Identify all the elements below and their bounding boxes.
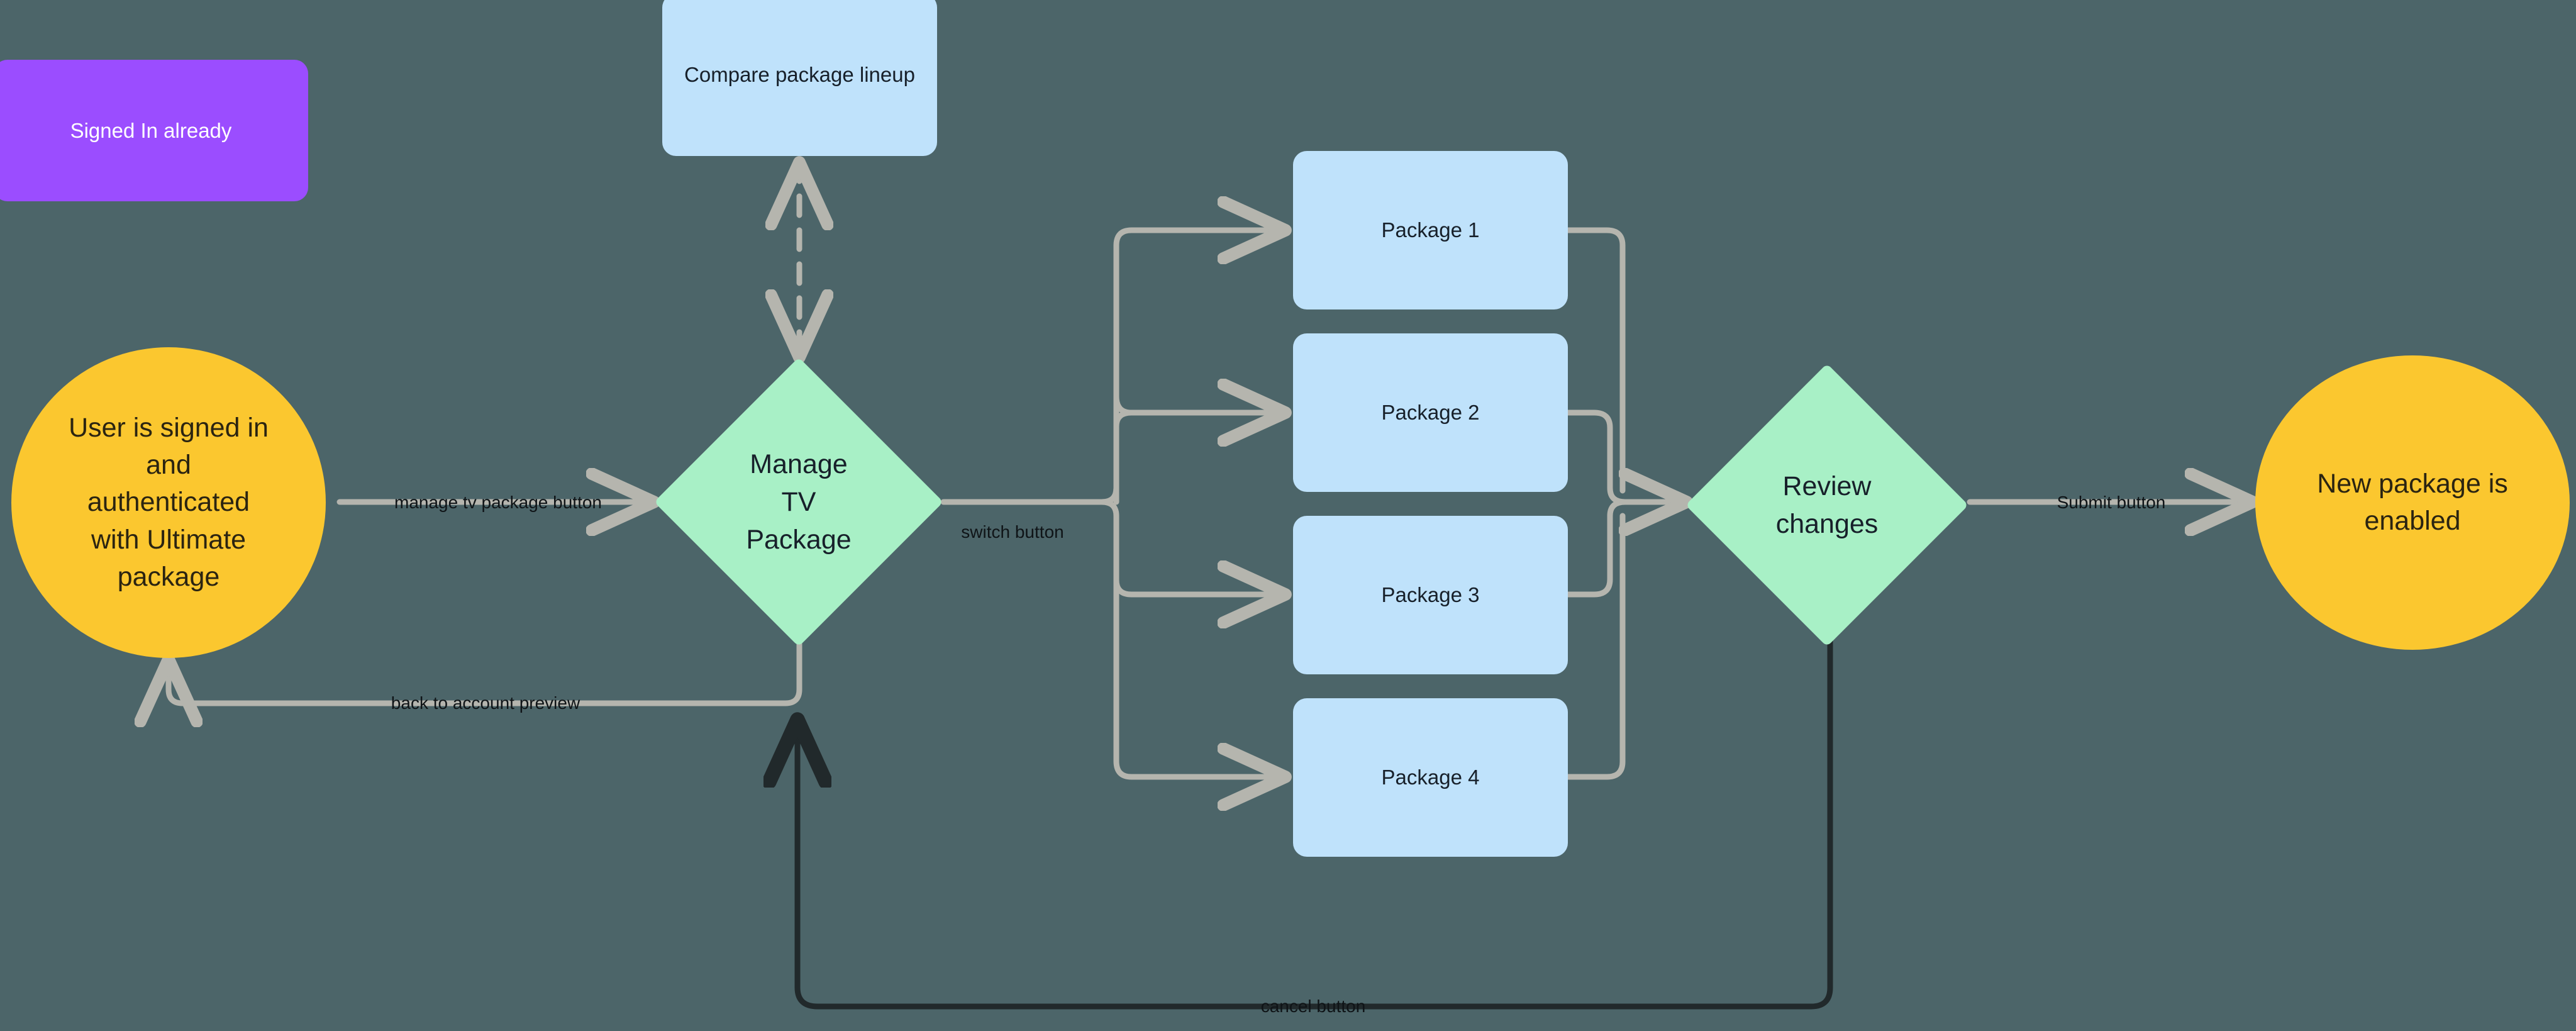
node-review-changes[interactable]: Review changes <box>1685 363 1969 647</box>
edge-package-2-to-review <box>1565 410 1628 505</box>
note-signed-in-already[interactable]: Signed In already <box>0 60 308 201</box>
node-package-2-label: Package 2 <box>1381 401 1480 425</box>
node-package-3[interactable]: Package 3 <box>1293 516 1568 674</box>
node-compare-package-lineup-label: Compare package lineup <box>684 63 915 87</box>
edge-label-manage-tv-package-button: manage tv package button <box>394 493 602 512</box>
edge-switch-to-package-3 <box>1099 499 1285 594</box>
edge-label-switch-button: switch button <box>961 522 1064 542</box>
node-package-2[interactable]: Package 2 <box>1293 333 1568 492</box>
edge-switch-to-package-1 <box>1099 230 1285 505</box>
node-package-4-label: Package 4 <box>1381 766 1480 789</box>
edge-switch-to-package-2b <box>1099 413 1285 505</box>
edge-package-1-to-review <box>1565 227 1626 494</box>
node-review-changes-label: Review changes <box>1775 471 1879 539</box>
edge-label-back-to-account-preview: back to account preview <box>391 693 580 713</box>
node-new-package-enabled[interactable]: New package is enabled <box>2255 355 2570 650</box>
node-user-signed-in[interactable]: User is signed in and authenticated with… <box>11 347 326 658</box>
node-package-1[interactable]: Package 1 <box>1293 151 1568 309</box>
node-new-package-enabled-label: New package is enabled <box>2317 468 2508 536</box>
edge-package-3-to-review <box>1565 499 1628 598</box>
edge-label-cancel-button: cancel button <box>1260 996 1366 1016</box>
node-package-4[interactable]: Package 4 <box>1293 698 1568 857</box>
node-manage-tv-package-label: Manage TV Package <box>746 449 852 555</box>
node-package-3-label: Package 3 <box>1381 583 1480 607</box>
edge-back-to-account-preview <box>169 637 802 703</box>
edge-package-4-to-review <box>1565 513 1626 780</box>
node-user-signed-in-label: User is signed in and authenticated with… <box>69 412 269 592</box>
edge-label-submit-button: Submit button <box>2057 493 2166 512</box>
note-signed-in-already-label: Signed In already <box>70 118 232 142</box>
edge-cancel-button <box>797 637 1833 1010</box>
edge-switch-to-package-4 <box>1113 513 1285 777</box>
node-compare-package-lineup[interactable]: Compare package lineup <box>662 0 937 156</box>
node-package-1-label: Package 1 <box>1381 218 1480 242</box>
node-manage-tv-package[interactable]: Manage TV Package <box>653 357 944 647</box>
